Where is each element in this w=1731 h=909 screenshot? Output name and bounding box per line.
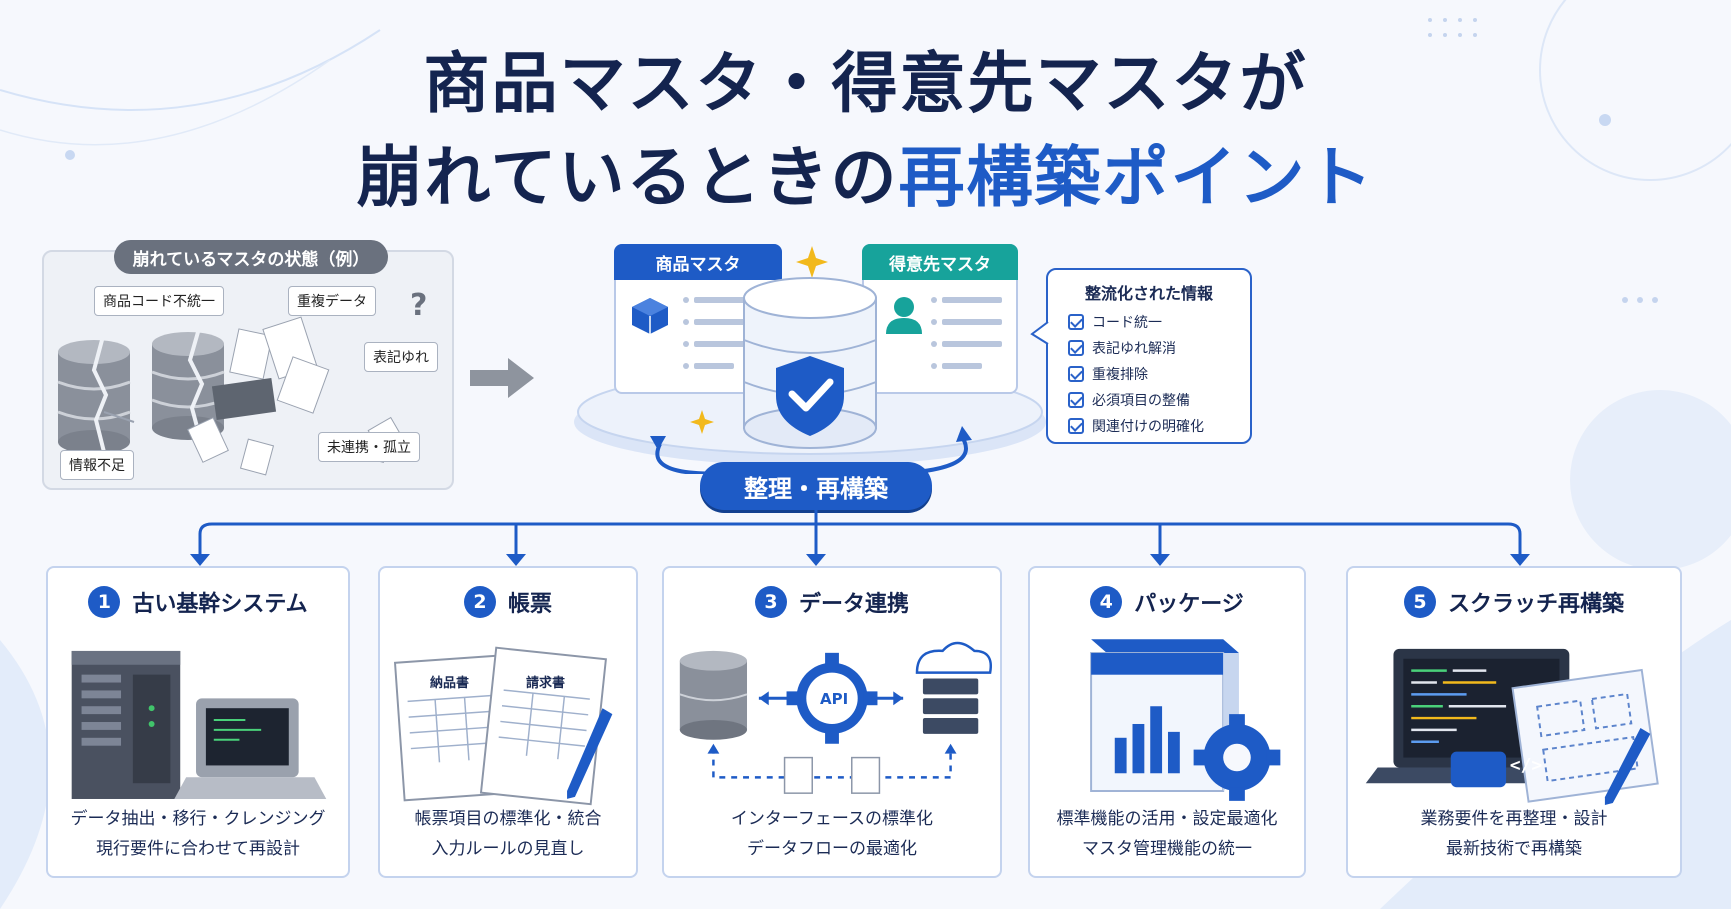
organized-item: 必須項目の整備 <box>1068 390 1190 410</box>
step-number: 2 <box>463 586 496 618</box>
card-desc-line1: 帳票項目の標準化・統合 <box>414 809 602 829</box>
forms-documents-icon <box>393 646 613 806</box>
card-desc-line1: データ抽出・移行・クレンジング <box>70 809 326 829</box>
page-title-line1: 商品マスタ・得意先マスタが <box>423 45 1308 122</box>
database-shield-icon <box>743 277 877 449</box>
question-mark-icon: ? <box>410 288 428 323</box>
step-number: 3 <box>754 586 787 618</box>
organized-item-label: コード統一 <box>1092 315 1162 331</box>
card-package: 4 パッケージ 標準機能の活用・設定最適化 マスタ管理機能の統一 <box>1028 566 1306 878</box>
card-forms: 2 帳票 納品書 請求書 帳票項目の標準化・統合 入力ルールの見直し <box>378 566 638 878</box>
checkbox-icon <box>1068 392 1084 408</box>
card-title-label: データ連携 <box>798 592 909 617</box>
organized-item: 重複排除 <box>1068 364 1148 384</box>
card-data-integration: 3 データ連携 API インターフェースの標準化 データフローの最適化 <box>662 566 1002 878</box>
customer-lines-icon <box>931 297 1002 369</box>
step-number: 4 <box>1090 586 1123 618</box>
gray-arrow-icon <box>470 358 534 398</box>
page-title-line2: 崩れているときの再構築ポイント <box>0 124 1731 220</box>
title-accent: 再構築ポイント <box>898 139 1375 216</box>
customer-master-label: 得意先マスタ <box>862 244 1018 280</box>
card-title-label: パッケージ <box>1134 592 1244 617</box>
code-tag-icon: </> <box>1509 755 1543 776</box>
card-desc-line1: 業務要件を再整理・設計 <box>1420 809 1608 829</box>
reorganize-rebuild-pill: 整理・再構築 <box>700 462 932 510</box>
organized-item: コード統一 <box>1068 312 1162 332</box>
title-prefix: 崩れているときの <box>356 139 899 216</box>
organized-item-label: 必須項目の整備 <box>1092 393 1190 409</box>
card-title-label: 古い基幹システム <box>132 592 308 617</box>
card-title: 4 パッケージ <box>1030 586 1304 618</box>
organized-item-label: 関連付けの明確化 <box>1092 419 1204 435</box>
organized-item-label: 重複排除 <box>1092 367 1148 383</box>
card-scratch-rebuild: 5 スクラッチ再構築 </> 業務要件を再整理・設計 最新技術で再構築 <box>1346 566 1682 878</box>
package-box-icon <box>1090 639 1281 801</box>
user-icon <box>886 297 922 334</box>
checkbox-icon <box>1068 340 1084 356</box>
card-desc-line2: 最新技術で再構築 <box>1446 839 1582 859</box>
broken-master-panel: 崩れているマスタの状態（例） 商品コード不統一 重複 <box>42 240 454 490</box>
organized-item: 関連付けの明確化 <box>1068 416 1204 436</box>
checkbox-icon <box>1068 418 1084 434</box>
card-desc-line2: マスタ管理機能の統一 <box>1082 839 1252 859</box>
step-number: 5 <box>1403 586 1436 618</box>
cube-icon <box>632 298 668 334</box>
product-master-card: 商品マスタ <box>614 244 782 394</box>
card-title-label: 帳票 <box>507 592 552 617</box>
card-title: 3 データ連携 <box>664 586 1000 618</box>
organized-item: 表記ゆれ解消 <box>1068 338 1176 358</box>
card-title-label: スクラッチ再構築 <box>1447 592 1624 617</box>
tag-unlinked-isolated: 未連携・孤立 <box>318 432 420 462</box>
doc-label-invoice: 請求書 <box>526 676 566 691</box>
organized-info-title: 整流化された情報 <box>1084 284 1213 303</box>
card-title: 1 古い基幹システム <box>48 586 348 618</box>
tag-code-inconsistent: 商品コード不統一 <box>94 286 224 316</box>
card-desc-line2: データフローの最適化 <box>747 839 917 859</box>
branch-arrows <box>190 510 1530 566</box>
card-title: 5 スクラッチ再構築 <box>1348 586 1680 618</box>
card-title: 2 帳票 <box>380 586 636 618</box>
legacy-server-icon <box>71 650 327 799</box>
customer-master-card: 得意先マスタ <box>862 244 1018 394</box>
broken-panel-header: 崩れているマスタの状態（例） <box>114 240 388 274</box>
product-lines-icon <box>683 297 754 369</box>
step-number: 1 <box>88 586 121 618</box>
card-desc-line2: 現行要件に合わせて再設計 <box>96 839 300 859</box>
product-master-label: 商品マスタ <box>614 244 782 280</box>
tag-notation-variance: 表記ゆれ <box>364 342 438 372</box>
laptop-code-icon <box>1365 648 1659 806</box>
card-desc-line1: 標準機能の活用・設定最適化 <box>1056 809 1278 829</box>
tag-duplicate-data: 重複データ <box>288 286 376 316</box>
organized-item-label: 表記ゆれ解消 <box>1092 341 1176 357</box>
callout-pointer <box>1030 322 1049 345</box>
organized-info-box: 整流化された情報 コード統一 表記ゆれ解消 重複排除 必須項目の整備 関連付けの… <box>1046 268 1252 444</box>
doc-label-delivery: 納品書 <box>430 676 470 691</box>
card-legacy-system: 1 古い基幹システム データ抽出・移行・クレンジング 現行要件に合わせて再設計 <box>46 566 350 878</box>
checkbox-icon <box>1068 314 1084 330</box>
api-label: API <box>820 690 849 708</box>
checkbox-icon <box>1068 366 1084 382</box>
card-desc-line1: インターフェースの標準化 <box>730 809 934 829</box>
tag-missing-info: 情報不足 <box>60 450 134 480</box>
card-desc-line2: 入力ルールの見直し <box>431 839 585 859</box>
api-integration-icon <box>679 641 992 794</box>
